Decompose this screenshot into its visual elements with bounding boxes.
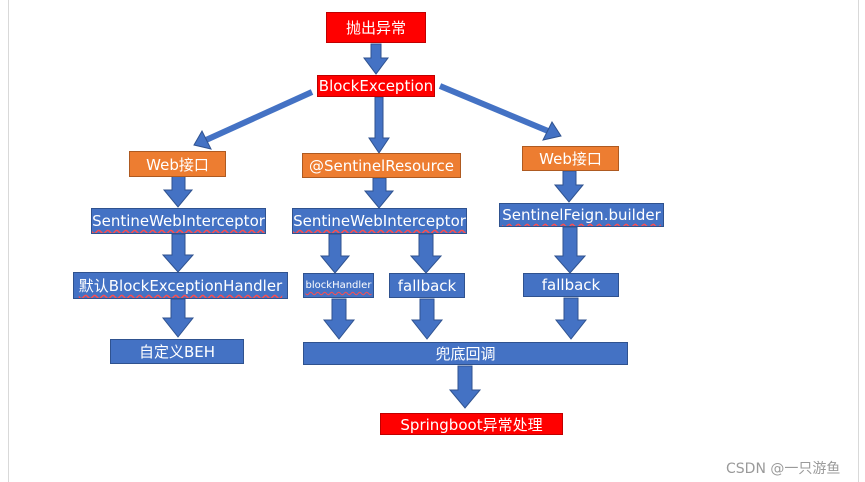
arrow-blockhandler-to-catchall — [322, 298, 356, 340]
right-border-line — [858, 0, 859, 482]
sentinel-resource-node: @SentinelResource — [302, 153, 461, 178]
arrow-block-to-webright-head — [542, 120, 562, 141]
custom-beh-node: 自定义BEH — [110, 339, 244, 364]
arrow-webleft-to-interceptor — [162, 175, 194, 208]
custom-beh-label: 自定义BEH — [138, 343, 216, 361]
springboot-exception-label: Springboot异常处理 — [400, 415, 543, 434]
throw-exception-label: 抛出异常 — [345, 19, 406, 37]
catch-all-callback-label: 兜底回调 — [435, 345, 496, 363]
fallback-right-node: fallback — [523, 273, 619, 297]
arrow-block-to-webleft-shaft — [204, 89, 314, 143]
sentinel-feign-builder-label: SentinelFeign.builder — [502, 206, 661, 224]
left-border-line — [8, 0, 9, 482]
arrow-interceptor-to-fallback — [409, 233, 443, 274]
arrow-interceptor-to-blockhandler — [319, 233, 351, 274]
web-api-right-node: Web接口 — [522, 146, 619, 171]
arrow-interceptor-to-default — [161, 233, 195, 273]
arrow-throw-to-block — [363, 43, 389, 75]
springboot-exception-node: Springboot异常处理 — [380, 413, 563, 435]
sentinel-web-interceptor-left-node: SentineWebInterceptor — [91, 208, 266, 234]
sentinel-resource-label: @SentinelResource — [309, 156, 454, 175]
arrow-catchall-to-springboot — [448, 365, 482, 409]
block-handler-node: blockHandler — [303, 273, 374, 298]
arrow-default-to-custom — [161, 298, 195, 338]
arrow-block-to-webleft-head — [193, 129, 212, 150]
arrow-resource-to-interceptor — [363, 177, 395, 209]
arrow-fallback-right-to-catchall — [554, 297, 588, 340]
fallback-mid-node: fallback — [389, 273, 465, 298]
fallback-right-label: fallback — [541, 276, 601, 294]
default-handler-node: 默认BlockExceptionHandler — [73, 272, 288, 299]
arrow-block-to-webright-shaft — [438, 83, 550, 134]
sentinel-web-interceptor-mid-node: SentineWebInterceptor — [292, 208, 467, 234]
block-handler-label: blockHandler — [305, 280, 372, 291]
sentinel-feign-builder-node: SentinelFeign.builder — [499, 203, 664, 227]
arrow-webright-to-feign — [553, 170, 585, 203]
arrow-block-to-resource — [368, 96, 390, 154]
block-exception-label: BlockException — [318, 77, 434, 95]
arrow-feign-to-fallback — [553, 226, 587, 274]
sentinel-web-interceptor-left-label: SentineWebInterceptor — [92, 212, 265, 230]
block-exception-node: BlockException — [317, 75, 435, 97]
sentinel-web-interceptor-mid-label: SentineWebInterceptor — [293, 212, 466, 230]
fallback-mid-label: fallback — [397, 276, 457, 295]
catch-all-callback-node: 兜底回调 — [303, 342, 628, 365]
web-api-left-node: Web接口 — [129, 151, 226, 177]
web-api-right-label: Web接口 — [539, 150, 602, 168]
throw-exception-node: 抛出异常 — [326, 12, 426, 43]
web-api-left-label: Web接口 — [146, 155, 209, 174]
watermark: CSDN @一只游鱼 — [726, 461, 841, 477]
arrow-fallback-to-catchall — [410, 298, 444, 340]
default-handler-label: 默认BlockExceptionHandler — [78, 277, 283, 295]
